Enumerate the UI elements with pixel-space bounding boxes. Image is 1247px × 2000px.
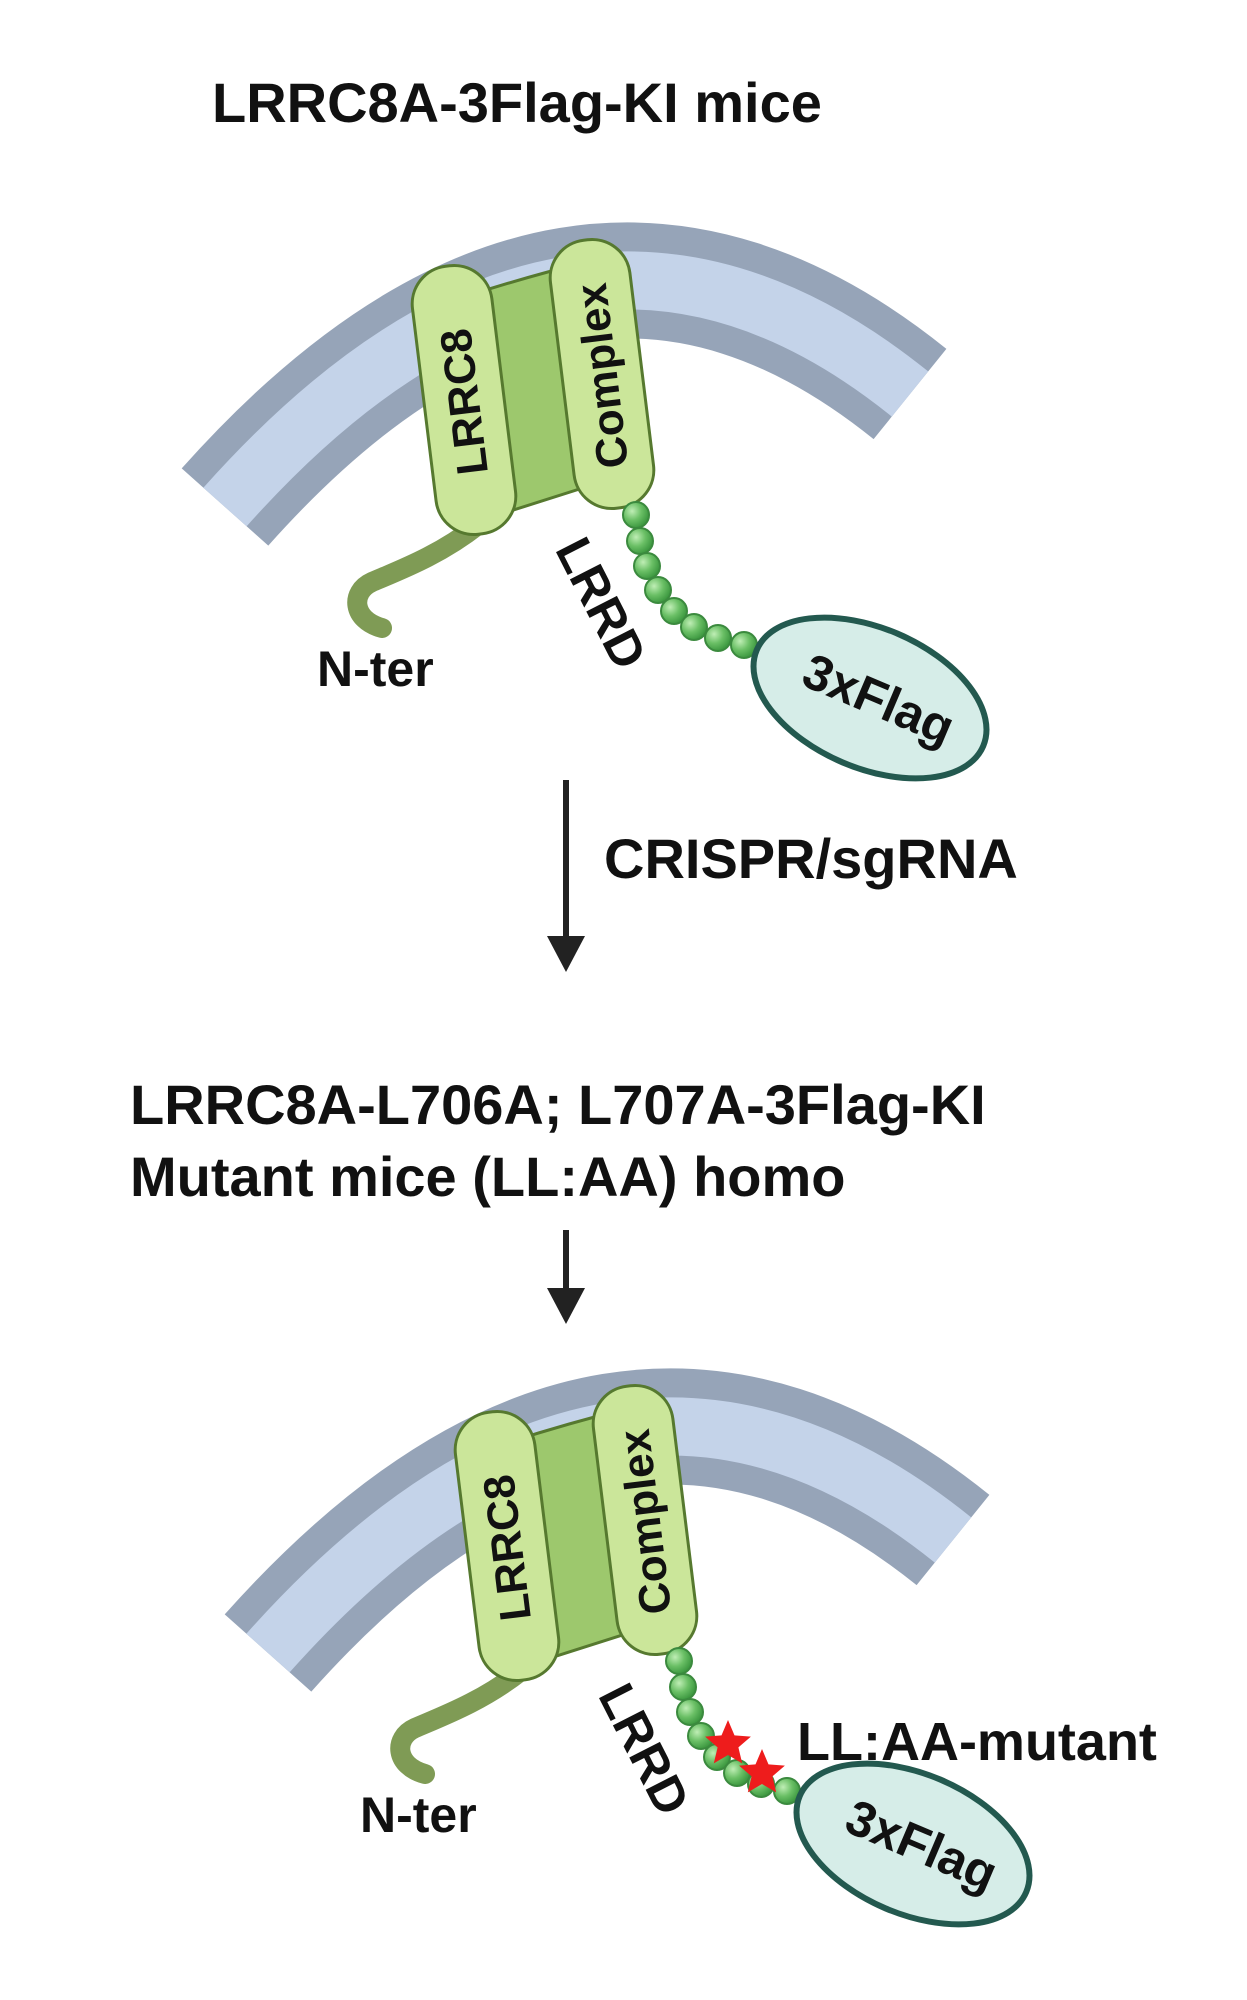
complex-subunit xyxy=(548,237,656,511)
lrrc8-subunit xyxy=(453,1409,561,1683)
nter-label: N-ter xyxy=(360,1787,477,1843)
mutation-star-l707a xyxy=(739,1749,785,1793)
crispr-arrow xyxy=(547,780,585,972)
lrrc8-complex: LRRC8 Complex xyxy=(410,237,656,537)
lrrc8-subunit xyxy=(410,263,518,537)
down-arrow xyxy=(547,1230,585,1324)
nter-tail xyxy=(347,515,488,638)
mutant-title-line1: LRRC8A-L706A; L707A-3Flag-KI xyxy=(130,1073,986,1136)
mutation-star-l706a xyxy=(705,1720,751,1764)
flag-tag: 3xFlag xyxy=(793,1760,1033,1928)
nter-tail xyxy=(390,1661,531,1784)
lrrd-bead-chain xyxy=(622,501,758,659)
mutant-title-line2: Mutant mice (LL:AA) homo xyxy=(130,1145,845,1208)
crispr-label: CRISPR/sgRNA xyxy=(604,827,1018,890)
wildtype-panel: LRRC8 Complex 3xFlag N-ter LRRD xyxy=(181,222,990,782)
nter-label: N-ter xyxy=(317,641,434,697)
diagram-title: LRRC8A-3Flag-KI mice xyxy=(212,71,822,134)
lrrc8-complex: LRRC8 Complex xyxy=(453,1383,699,1683)
flag-tag: 3xFlag xyxy=(750,614,990,782)
mutant-panel: LRRC8 Complex 3xFlag N-ter LRRD LL:AA-mu… xyxy=(224,1368,1157,1928)
complex-subunit xyxy=(591,1383,699,1657)
mutation-label: LL:AA-mutant xyxy=(797,1712,1157,1772)
